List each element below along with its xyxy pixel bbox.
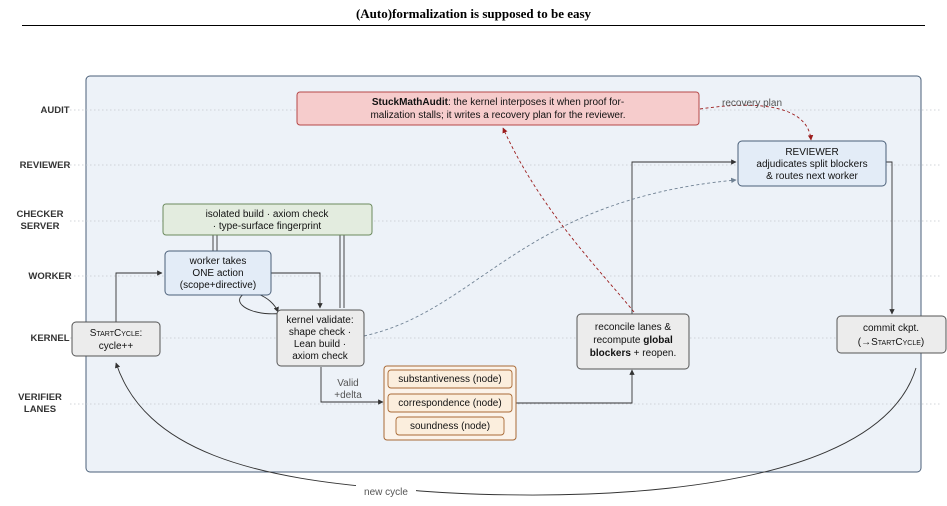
checker-node-line2: · type-surface fingerprint (213, 221, 322, 232)
verifier-lane-correspondence-label: correspondence (node) (398, 398, 501, 409)
lane-label-audit: AUDIT (40, 105, 69, 116)
checker-node-line1: isolated build · axiom check (206, 209, 330, 220)
reviewer-node (737, 140, 887, 187)
lane-label-checker-2: SERVER (21, 221, 60, 232)
reviewer-node-line1: REVIEWER (785, 147, 838, 158)
lane-label-reviewer: REVIEWER (20, 160, 71, 171)
kernel-validate-line1: kernel validate: (286, 315, 353, 326)
verifier-lane-soundness-label: soundness (node) (410, 421, 490, 432)
reconcile-line3-post: + reopen. (631, 348, 676, 359)
audit-node-line2: malization stalls; it writes a recovery … (370, 110, 625, 121)
commit-line2: (→StartCycle) (858, 337, 924, 348)
reviewer-node-line2: adjudicates split blockers (756, 159, 867, 170)
audit-node-bold: StuckMathAudit (372, 97, 449, 108)
reconcile-node (576, 313, 690, 370)
audit-node-line1-rest: : the kernel interposes it when proof fo… (448, 97, 624, 108)
edge-worker-checker (212, 235, 218, 251)
edge-label-valid: Valid (337, 378, 359, 389)
edge-label-recovery-plan: recovery plan (722, 98, 782, 109)
edge-kernel-checker (339, 235, 345, 308)
edge-kernel-to-verifier (320, 367, 384, 405)
verifier-lane-soundness (395, 416, 505, 436)
lane-label-checker-1: CHECKER (17, 209, 64, 220)
edge-start-to-worker (115, 270, 163, 322)
page-title: (Auto)formalization is supposed to be ea… (355, 6, 592, 21)
edge-worker-to-kernel (271, 272, 323, 309)
start-cycle-node-line1: StartCycle: (90, 328, 143, 339)
lane-label-verifier-1: VERIFIER (18, 392, 62, 403)
kernel-validate-node (276, 309, 365, 367)
diagram-panel (85, 75, 922, 473)
verifier-lane-substantiveness-label: substantiveness (node) (398, 374, 501, 385)
start-cycle-node-line2: cycle++ (99, 341, 134, 352)
lane-label-kernel: KERNEL (30, 333, 69, 344)
kernel-validate-line2: shape check · (289, 327, 351, 338)
reconcile-line1: reconcile lanes & (595, 322, 671, 333)
reconcile-line2-bold: global (643, 335, 673, 346)
edge-reconcile-to-reviewer (631, 159, 737, 314)
audit-node-line1: StuckMathAudit: the kernel interposes it… (372, 97, 624, 108)
commit-line1: commit ckpt. (863, 323, 919, 334)
edge-reconcile-to-audit (502, 127, 635, 313)
edge-verifier-to-reconcile (516, 369, 635, 404)
title-rule (22, 25, 925, 26)
reconcile-line3: blockers + reopen. (590, 348, 676, 359)
edge-worker-kernel-loop (239, 292, 289, 316)
worker-node (164, 250, 272, 296)
reconcile-line2: recompute global (593, 335, 673, 346)
worker-node-line2: ONE action (192, 268, 243, 279)
lane-label-verifier-2: LANES (24, 404, 56, 415)
edge-label-new-cycle: new cycle (364, 487, 408, 498)
edge-kernel-to-reviewer-dashed (363, 177, 737, 337)
kernel-validate-line4: axiom check (292, 351, 349, 362)
audit-node (296, 91, 700, 126)
edge-reviewer-to-commit (886, 161, 895, 315)
reconcile-line3-bold: blockers (590, 348, 632, 359)
kernel-validate-line3: Lean build · (294, 339, 346, 350)
edge-new-cycle (114, 362, 917, 496)
worker-node-line1: worker takes (189, 256, 247, 267)
checker-node (162, 203, 373, 236)
worker-node-line3: (scope+directive) (180, 280, 256, 291)
verifier-lane-correspondence (387, 393, 513, 413)
lane-label-worker: WORKER (28, 271, 71, 282)
edge-label-new-cycle-bg (356, 485, 416, 498)
reconcile-line2-pre: recompute (593, 335, 643, 346)
start-cycle-node (71, 321, 161, 357)
commit-node (836, 315, 947, 354)
verifier-lane-substantiveness (387, 369, 513, 389)
edge-label-delta: +delta (334, 390, 362, 401)
reviewer-node-line3: & routes next worker (766, 171, 858, 182)
edge-audit-to-reviewer (699, 104, 814, 141)
